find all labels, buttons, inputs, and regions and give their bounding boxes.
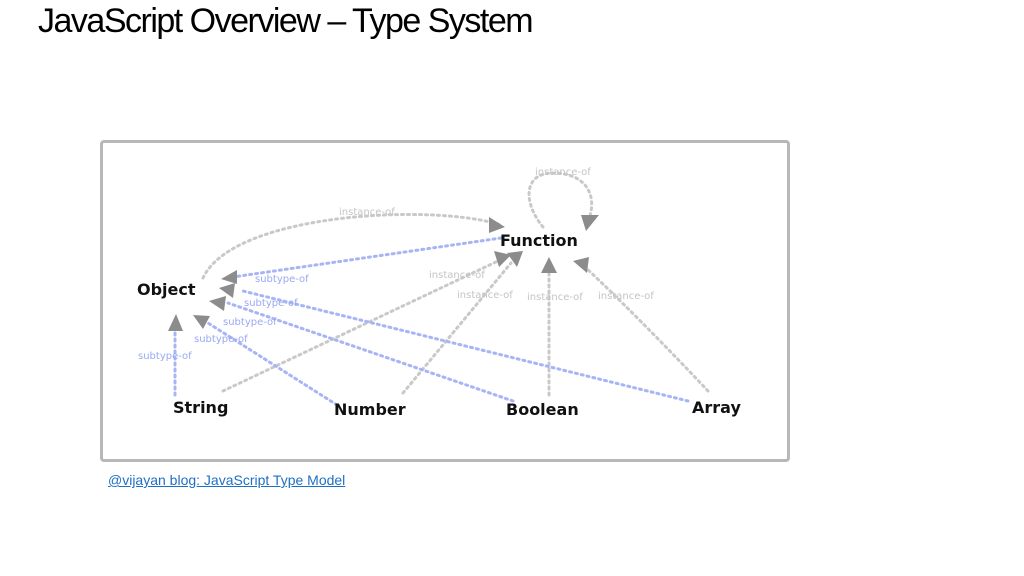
edge-array-object-subtype — [241, 289, 690, 403]
edge-label-instance-of: instance-of — [598, 291, 654, 302]
edge-label-subtype-of: subtype-of — [255, 274, 309, 285]
arrowhead-array-function — [573, 257, 589, 273]
edge-label-instance-of: instance-of — [457, 290, 513, 301]
diagram-canvas: instance-of instance-of instance-of inst… — [137, 167, 741, 419]
node-array: Array — [692, 398, 741, 417]
node-number: Number — [334, 400, 406, 419]
arrowhead-boolean-object — [209, 296, 226, 311]
arrowhead-string-function — [494, 251, 511, 267]
arrowhead-function-self — [581, 215, 599, 231]
edge-string-function-instance — [221, 259, 500, 393]
arrowhead-boolean-function — [541, 257, 557, 273]
source-link[interactable]: @vijayan blog: JavaScript Type Model — [108, 472, 346, 488]
node-boolean: Boolean — [506, 400, 579, 419]
edge-label-instance-of: instance-of — [429, 270, 485, 281]
edge-label-subtype-of: subtype-of — [138, 351, 192, 362]
arrowhead-object-function — [489, 217, 505, 233]
edge-function-object-subtype — [231, 236, 503, 279]
arrowhead-function-object — [221, 270, 237, 284]
slide-title: JavaScript Overview – Type System — [38, 2, 534, 40]
arrowhead-number-object — [193, 315, 210, 329]
edge-object-function-instance — [201, 212, 503, 280]
arrowhead-array-object — [219, 283, 235, 298]
type-system-diagram: instance-of instance-of instance-of inst… — [100, 140, 790, 462]
edge-number-object-subtype — [206, 321, 339, 407]
edge-boolean-object-subtype — [226, 301, 515, 403]
edge-number-function-instance — [401, 261, 513, 395]
node-function: Function — [500, 231, 578, 250]
arrowhead-number-function — [507, 251, 523, 267]
node-object: Object — [137, 280, 196, 299]
edge-label-subtype-of: subtype-of — [244, 298, 298, 309]
node-string: String — [173, 398, 228, 417]
edge-label-instance-of: instance-of — [339, 207, 395, 218]
edge-label-instance-of: instance-of — [535, 167, 591, 178]
edge-label-subtype-of: subtype-of — [223, 317, 277, 328]
edge-label-subtype-of: subtype-of — [194, 334, 248, 345]
edge-label-instance-of: instance-of — [527, 292, 583, 303]
edge-function-self-instance — [527, 171, 594, 229]
arrowhead-string-object — [168, 314, 183, 331]
edge-array-function-instance — [583, 265, 710, 393]
